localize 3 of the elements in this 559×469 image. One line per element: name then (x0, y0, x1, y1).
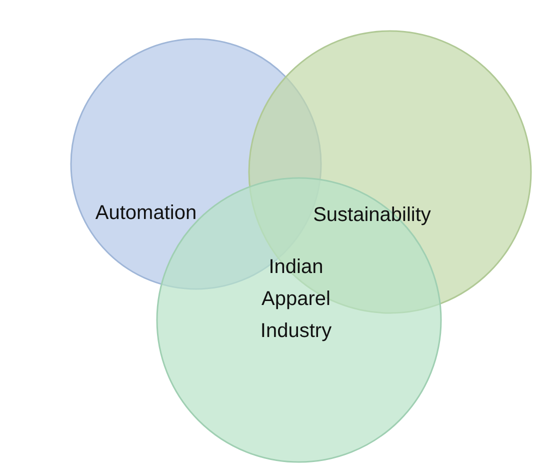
circle-label: Automation (94, 201, 198, 226)
circle-label: Indian Apparel Industry (259, 255, 333, 344)
circle-label: Sustainability (312, 203, 432, 228)
